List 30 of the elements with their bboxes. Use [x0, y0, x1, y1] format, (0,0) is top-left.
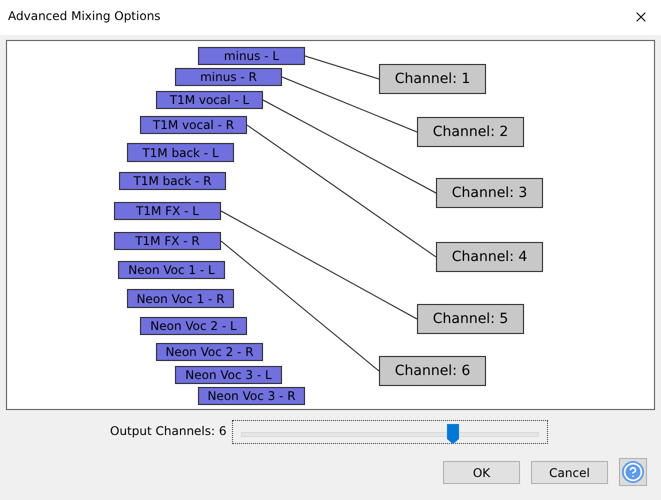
dialog-title: Advanced Mixing Options [8, 9, 161, 23]
connector-line [304, 56, 380, 80]
output-channel-box: Channel: 1 [379, 64, 486, 94]
output-channel-box: Channel: 2 [417, 117, 524, 147]
output-channel-box: Channel: 6 [379, 356, 486, 386]
cancel-button: Cancel [531, 461, 608, 484]
track-channel-box: T1M vocal - L [156, 91, 263, 109]
connector-line [220, 240, 380, 372]
track-channel-box: T1M FX - R [114, 232, 221, 250]
output-channel-box: Channel: 4 [436, 242, 543, 272]
output-channel-box: Channel: 5 [417, 304, 524, 334]
ok-button: OK [443, 461, 520, 484]
track-channel-box: minus - L [198, 47, 305, 65]
track-channel-box: Neon Voc 1 - L [118, 261, 225, 279]
track-channel-box: T1M back - R [119, 172, 226, 190]
track-channel-box: T1M FX - L [114, 202, 221, 220]
track-channel-box: T1M vocal - R [140, 116, 247, 134]
connector-line [220, 210, 418, 320]
track-channel-box: Neon Voc 2 - L [140, 317, 247, 335]
connector-line [262, 100, 436, 194]
track-channel-box: minus - R [175, 68, 282, 86]
track-channel-box: Neon Voc 2 - R [156, 343, 263, 361]
connector-line [282, 76, 418, 132]
track-channel-box: Neon Voc 3 - L [175, 366, 282, 384]
output-channels-label: Output Channels: 6 [110, 424, 227, 438]
connector-line [246, 124, 436, 258]
output-channel-box: Channel: 3 [436, 178, 543, 208]
track-channel-box: T1M back - L [127, 143, 234, 162]
track-channel-box: Neon Voc 1 - R [127, 289, 234, 308]
track-channel-box: Neon Voc 3 - R [198, 387, 305, 405]
